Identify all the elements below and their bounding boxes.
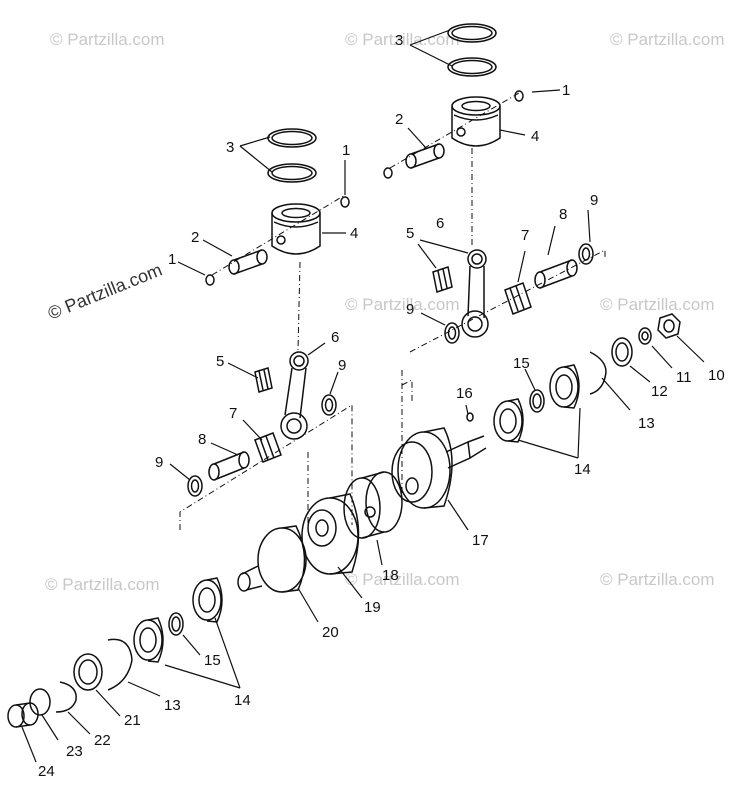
part-label: 7	[521, 227, 529, 244]
part-label: 15	[204, 652, 221, 669]
needle-bearing	[254, 367, 273, 393]
retaining-ring	[55, 681, 77, 713]
part-label: 5	[406, 225, 414, 242]
part-label: 1	[562, 82, 570, 99]
oil-seal	[73, 653, 103, 691]
watermark: © Partzilla.com	[345, 570, 460, 589]
watermark: © Partzilla.com	[345, 295, 460, 314]
part-label: 7	[229, 405, 237, 422]
washer	[638, 327, 652, 345]
part-label: 13	[638, 415, 655, 432]
needle-bearing	[254, 432, 282, 463]
needle-bearing	[432, 266, 453, 293]
part-label: 19	[364, 599, 381, 616]
part-label: 6	[331, 329, 339, 346]
watermark: © Partzilla.com	[600, 295, 715, 314]
needle-bearing	[504, 282, 532, 315]
part-label: 15	[513, 355, 530, 372]
part-label: 4	[531, 128, 539, 145]
bearing-race	[168, 612, 184, 636]
piston-ring	[447, 57, 497, 77]
crank-flywheel-left	[301, 493, 360, 575]
oil-seal	[611, 337, 633, 367]
main-bearing	[133, 617, 164, 663]
o-ring	[29, 688, 51, 716]
crank-flywheel-right	[391, 427, 487, 509]
part-label: 13	[164, 697, 181, 714]
circlip	[340, 196, 350, 208]
part-label: 1	[168, 251, 176, 268]
part-label: 2	[191, 229, 199, 246]
woodruff-key	[466, 412, 474, 422]
part-label: 3	[395, 32, 403, 49]
bearing-race	[529, 389, 545, 413]
main-bearing	[549, 364, 580, 409]
part-label: 9	[155, 454, 163, 471]
main-bearing	[493, 398, 524, 443]
connecting-rod	[280, 351, 309, 440]
nut	[657, 313, 681, 339]
part-label: 23	[66, 743, 83, 760]
circlip	[383, 167, 393, 179]
part-labels: 3 1 4 2 1 3 4 2 1 5 6 8 9 7 9 6 5 9 7 8 …	[38, 32, 725, 780]
piston	[451, 96, 501, 147]
part-label: 21	[124, 712, 141, 729]
part-label: 14	[574, 461, 591, 478]
crank-pin	[534, 259, 578, 289]
connecting-rod	[461, 249, 489, 338]
part-label: 11	[676, 369, 692, 386]
crank-center-section	[343, 471, 403, 539]
part-label: 8	[198, 431, 206, 448]
piston-ring	[447, 23, 497, 43]
part-label: 24	[38, 763, 55, 780]
part-label: 17	[472, 532, 489, 549]
thrust-washer	[444, 322, 460, 344]
crank-end-section	[237, 525, 307, 593]
piston-ring	[267, 163, 317, 183]
part-label: 10	[708, 367, 725, 384]
part-label: 18	[382, 567, 399, 584]
retaining-ring	[107, 638, 133, 691]
part-label: 1	[342, 142, 350, 159]
crank-pin	[208, 451, 250, 481]
part-label: 20	[322, 624, 339, 641]
main-bearing	[192, 577, 223, 623]
piston-ring	[267, 128, 317, 148]
part-label: 3	[226, 139, 234, 156]
watermark: © Partzilla.com	[610, 30, 725, 49]
watermark: © Partzilla.com	[600, 570, 715, 589]
piston-pin	[405, 143, 445, 169]
circlip	[205, 274, 215, 286]
part-label: 9	[590, 192, 598, 209]
leader-lines	[21, 29, 705, 763]
part-label: 4	[350, 225, 358, 242]
part-label: 5	[216, 353, 224, 370]
alignment-lines	[179, 92, 606, 530]
part-label: 2	[395, 111, 403, 128]
part-label: 22	[94, 732, 111, 749]
part-label: 9	[338, 357, 346, 374]
watermark: © Partzilla.com	[45, 575, 160, 594]
thrust-washer	[187, 475, 203, 497]
piston	[271, 203, 321, 255]
thrust-washer	[321, 394, 337, 416]
thrust-washer	[578, 243, 594, 265]
part-label: 9	[406, 301, 414, 318]
piston-pin	[228, 249, 268, 275]
watermark: © Partzilla.com	[50, 30, 165, 49]
part-label: 14	[234, 692, 251, 709]
part-label: 12	[651, 383, 668, 400]
circlip	[514, 90, 524, 102]
bushing	[7, 702, 39, 728]
watermark: © Partzilla.com	[345, 30, 460, 49]
retaining-ring	[589, 351, 607, 395]
part-label: 6	[436, 215, 444, 232]
part-label: 16	[456, 385, 473, 402]
part-label: 8	[559, 206, 567, 223]
